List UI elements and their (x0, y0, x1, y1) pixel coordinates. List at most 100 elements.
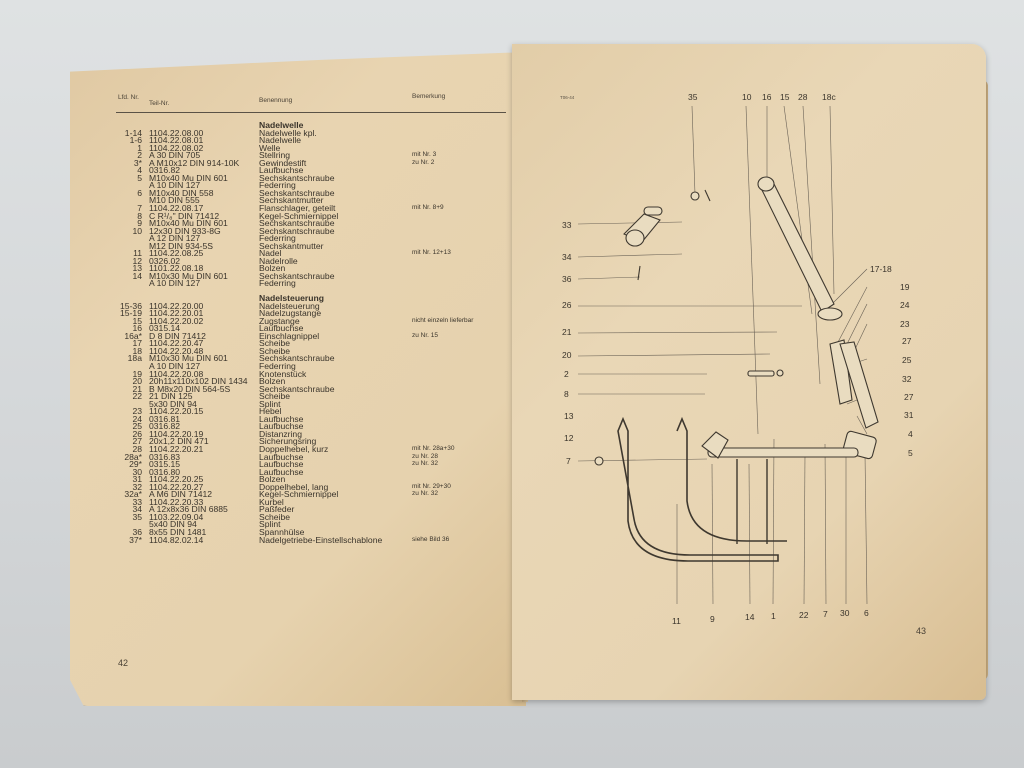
part-position: 10 (132, 225, 142, 236)
part-number: 1103.22.09.04 (149, 511, 204, 522)
section-heading: Nadelsteuerung (116, 294, 506, 303)
callout-16: 16 (762, 92, 772, 102)
part-position: 37* (129, 534, 142, 545)
part-number: 1104.22.20.08 (149, 368, 204, 379)
callout-5: 5 (908, 448, 913, 458)
callout-6: 6 (864, 608, 869, 618)
part-position: 17 (132, 338, 142, 349)
part-name: Bolzen (259, 263, 286, 274)
page-number-right: 43 (916, 626, 927, 636)
part-number: 21 DIN 125 (149, 391, 193, 402)
part-name: Federring (259, 233, 296, 244)
part-number: M10x40 DIN 558 (149, 187, 214, 198)
part-name: Nadelsteuerung (259, 300, 320, 311)
part-name: Doppelhebel, lang (259, 481, 329, 492)
part-position: 4 (137, 165, 142, 176)
part-number: 0316.82 (149, 421, 181, 432)
part-name: Sechskantschraube (259, 383, 335, 394)
callout-32: 32 (902, 374, 912, 384)
callout-11: 11 (672, 616, 681, 626)
part-name: Nadelwelle kpl. (259, 127, 317, 138)
part-name: Federring (259, 278, 296, 289)
part-number: 1104.82.02.14 (149, 534, 204, 545)
part-number: C R¹/₈" DIN 71412 (149, 210, 220, 221)
callout-7-left: 7 (566, 456, 571, 466)
part-position: 15-19 (120, 308, 142, 319)
callout-30: 30 (840, 608, 850, 618)
part-name: Laufbuchse (259, 165, 304, 176)
part-number: 5x30 DIN 94 (149, 398, 197, 409)
part-number: A 12x8x36 DIN 6885 (149, 504, 228, 515)
part-number: 1104.22.20.15 (149, 406, 204, 417)
part-number: 0316.82 (149, 165, 181, 176)
part-position: 20 (132, 376, 142, 387)
part-name: Laufbuchse (259, 451, 304, 462)
part-name: Gewindestift (259, 157, 307, 168)
part-name: Welle (259, 142, 281, 153)
part-name: Laufbuchse (259, 466, 304, 477)
part-remark: zu Nr. 15 (412, 331, 439, 339)
callout-21: 21 (562, 327, 572, 337)
part-remark: zu Nr. 32 (412, 490, 439, 498)
part-number: M10 DIN 555 (149, 195, 200, 206)
part-number: 0326.02 (149, 255, 181, 266)
part-number: 1104.22.20.01 (149, 308, 204, 319)
section-title: Nadelwelle (259, 120, 304, 130)
part-position: 23 (132, 406, 142, 417)
part-number: 1104.22.08.17 (149, 203, 204, 214)
part-name: Scheibe (259, 338, 291, 349)
callout-4: 4 (908, 429, 913, 439)
part-position: 29* (129, 459, 142, 470)
part-name: Sechskantschraube (259, 218, 335, 229)
callout-1: 1 (771, 611, 776, 621)
part-position: 28a* (124, 451, 142, 462)
part-name: Distanzring (259, 428, 302, 439)
callout-27-top: 27 (902, 336, 912, 346)
callout-12: 12 (564, 433, 574, 443)
part-name: Scheibe (259, 391, 291, 402)
part-remark: mit Nr. 12+13 (412, 249, 451, 257)
callout-36: 36 (562, 274, 572, 284)
callout-31: 31 (904, 410, 914, 420)
part-number: D 8 DIN 71412 (149, 330, 206, 341)
callout-35: 35 (688, 92, 698, 102)
part-name: Kegel-Schmiernippel (259, 489, 339, 500)
part-number: B M8x20 DIN 564-5S (149, 383, 231, 394)
callout-15: 15 (780, 92, 790, 102)
table-header: Lfd. Nr. Teil-Nr. Benennung Bemerkung (116, 92, 506, 113)
part-name: Scheibe (259, 511, 291, 522)
part-position: 5 (137, 172, 142, 183)
part-remark: mit Nr. 3 (412, 151, 437, 159)
part-position: 15 (132, 315, 142, 326)
part-name: Knotenstück (259, 368, 307, 379)
part-number: 12x30 DIN 933-8G (149, 225, 221, 236)
part-name: Sechskantschraube (259, 353, 335, 364)
part-number: 1104.22.20.19 (149, 428, 204, 439)
part-name: Paßfeder (259, 504, 295, 515)
part-number: A 10 DIN 127 (149, 278, 201, 289)
part-name: Sechskantmutter (259, 195, 324, 206)
part-remark: siehe Bild 36 (412, 535, 450, 543)
part-position: 24 (132, 413, 142, 424)
part-position: 12 (132, 255, 142, 266)
part-name: Bolzen (259, 474, 286, 485)
